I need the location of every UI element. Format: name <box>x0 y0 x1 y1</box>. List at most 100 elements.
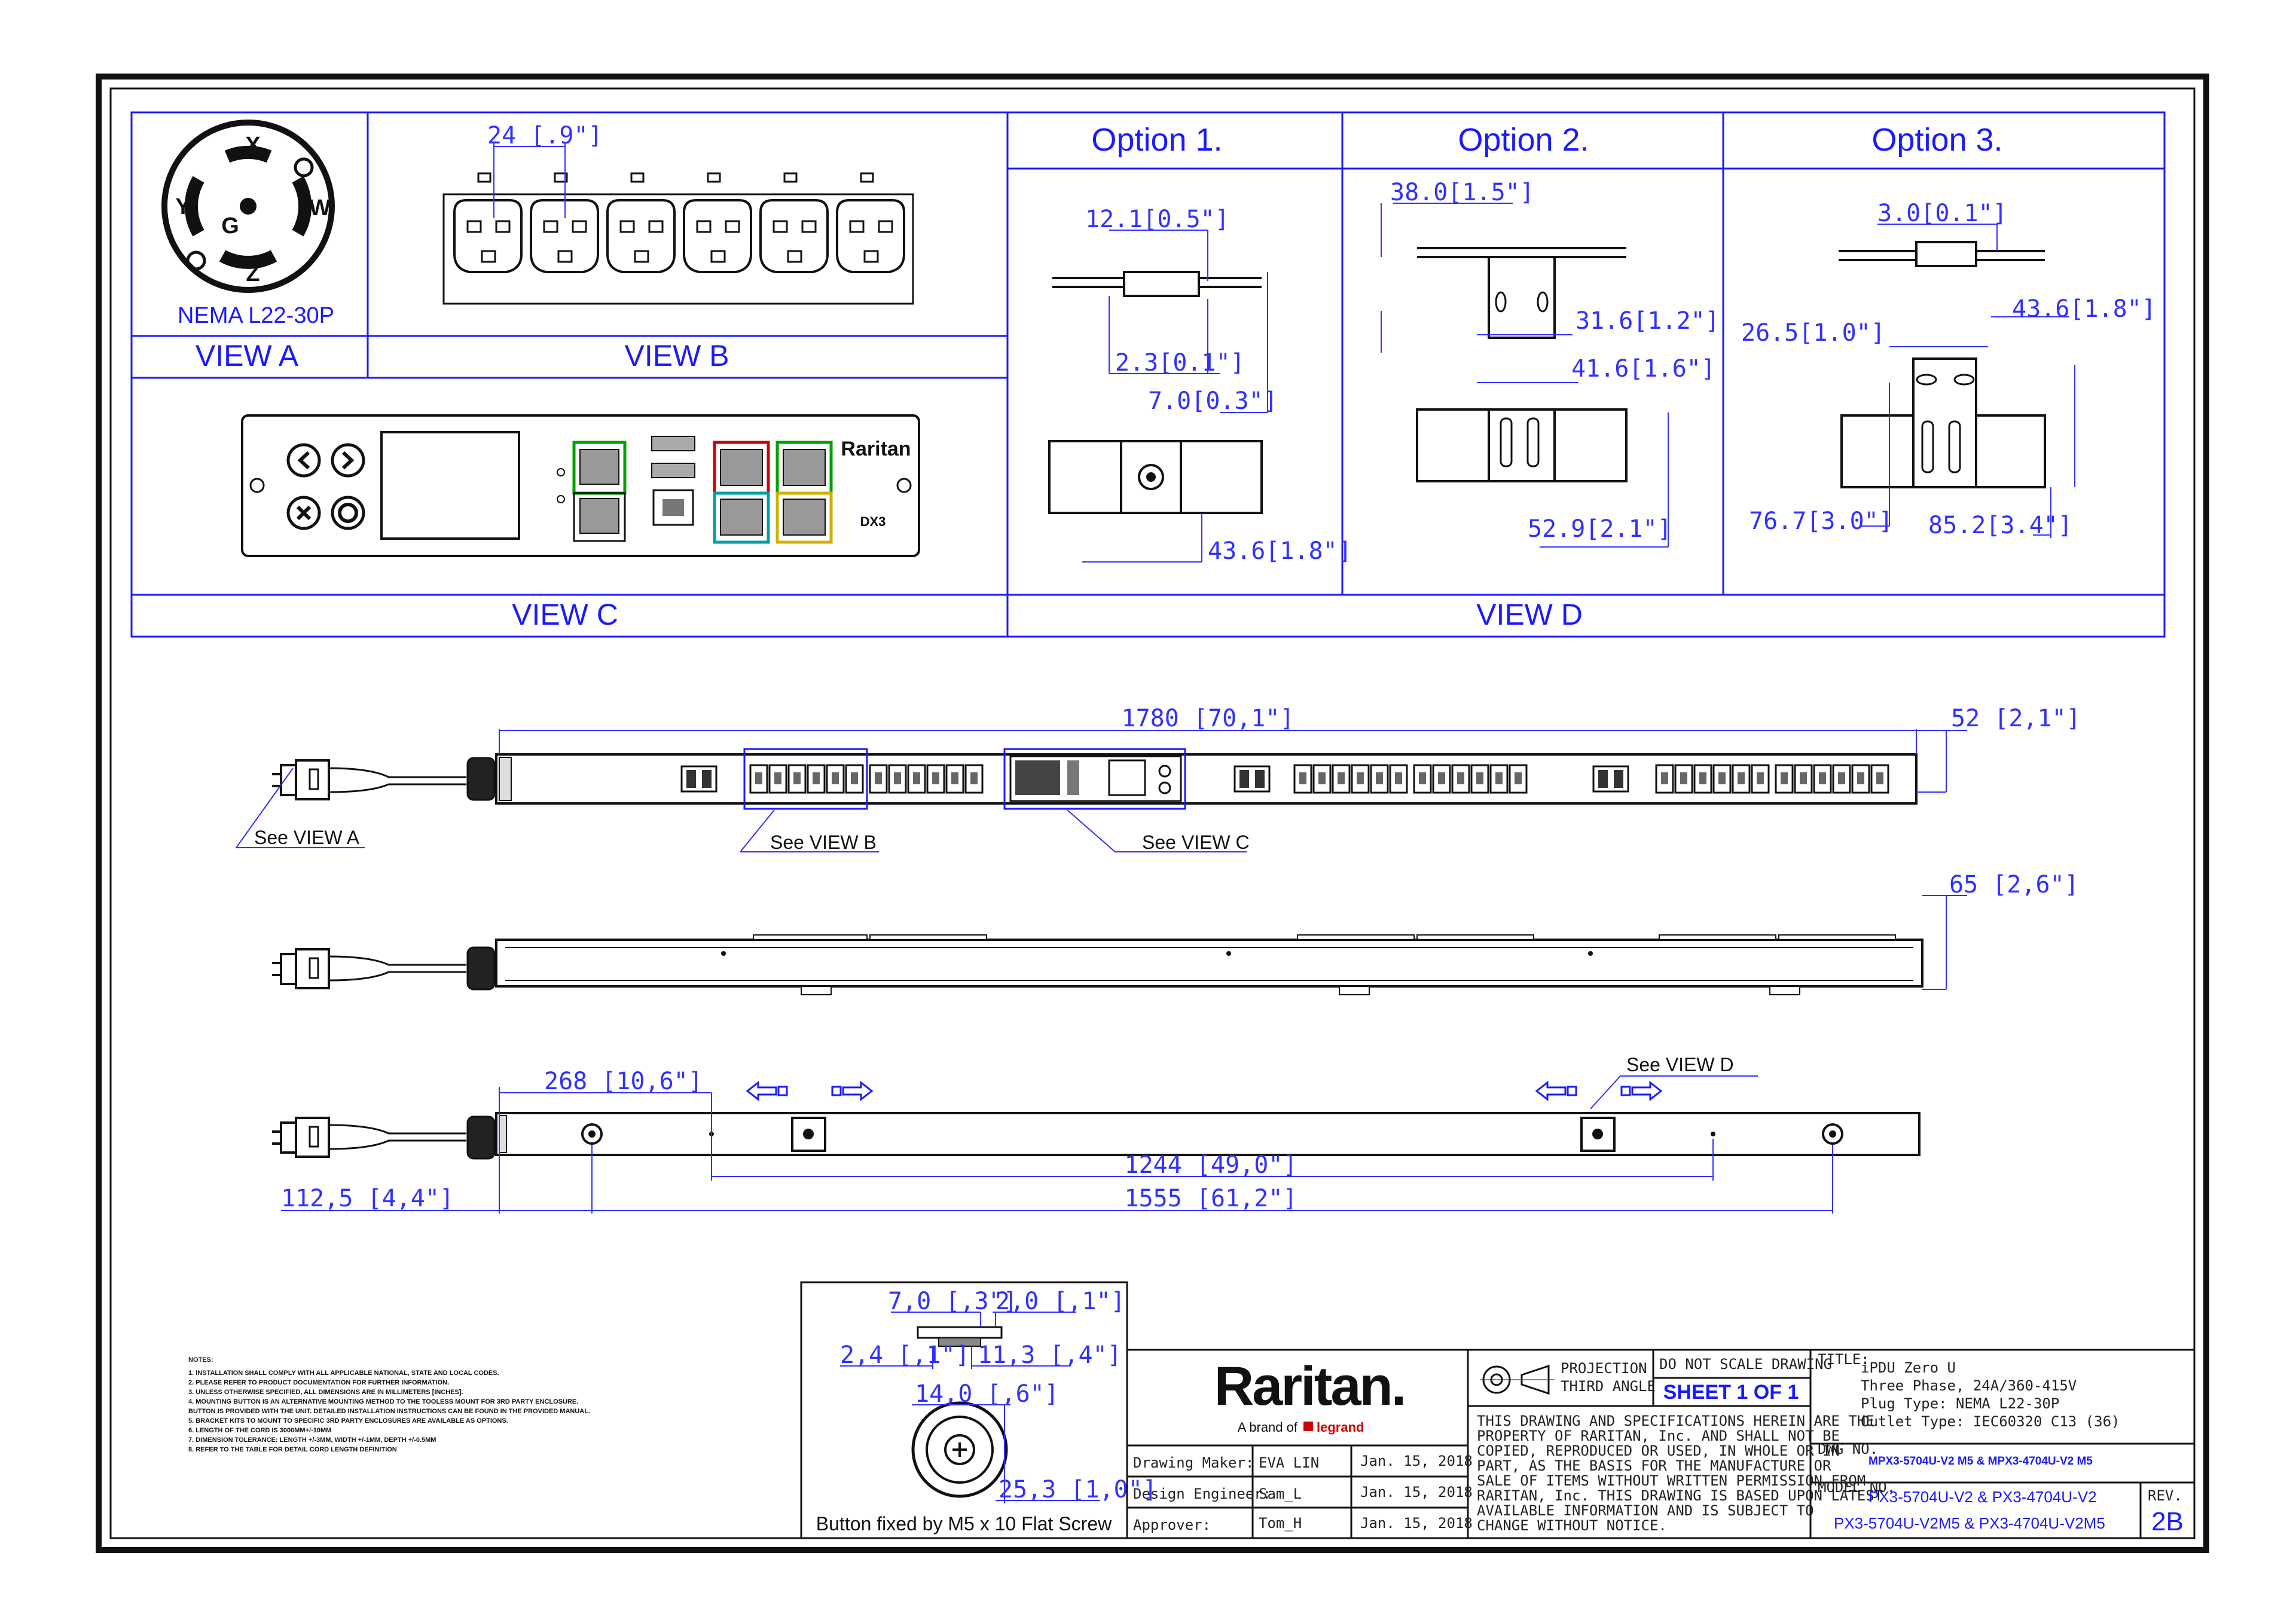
disclaimer-line: CHANGE WITHOUT NOTICE. <box>1477 1517 1667 1534</box>
front-outlet-socket <box>1357 772 1364 784</box>
front-outlet-socket <box>1757 772 1764 784</box>
pdu-rear-view: See VIEW D 268 [10,6"] 1244 [49,0"] 112,… <box>272 1054 1921 1214</box>
side-outlet-bump <box>1778 934 1896 940</box>
front-outlet-socket <box>1800 772 1807 784</box>
right-arrow-button-icon <box>331 443 365 478</box>
button-dim-2: 2,0 [,1"] <box>996 1288 1125 1315</box>
button-detail-caption: Button fixed by M5 x 10 Flat Screw <box>816 1513 1112 1535</box>
option-1-dim-4: 43.6[1.8"] <box>1208 537 1352 565</box>
outlet-pin <box>696 220 712 233</box>
rev-value: 2B <box>2151 1507 2184 1536</box>
disclaimer-line: AVAILABLE INFORMATION AND IS SUBJECT TO <box>1477 1502 1814 1519</box>
outlet-pin <box>849 220 865 233</box>
option-2-dim-3: 41.6[1.6"] <box>1571 355 1715 383</box>
side-outlet-bump <box>1416 934 1534 940</box>
top-views-grid <box>130 111 2166 638</box>
sheet-inner-border <box>109 87 2196 1539</box>
note-line: 8. REFER TO THE TABLE FOR DETAIL CORD LE… <box>188 1446 397 1453</box>
side-outlet-bump <box>1297 934 1415 940</box>
option-2-dim-2: 31.6[1.2"] <box>1576 307 1720 335</box>
front-outlet-socket <box>951 772 958 784</box>
front-outlet <box>1732 764 1751 794</box>
breaker-switch <box>686 770 696 788</box>
pin-y-label: Y <box>175 194 190 219</box>
side-foot <box>1339 986 1370 995</box>
name-drawing-maker: EVA LIN <box>1259 1454 1319 1471</box>
front-outlet-socket <box>1419 772 1426 784</box>
front-outlet-socket <box>1395 772 1402 784</box>
c13-outlet <box>759 199 829 273</box>
front-outlet-socket <box>1781 772 1788 784</box>
pin-w-label: W <box>309 195 331 221</box>
front-outlet-socket <box>1718 772 1726 784</box>
front-outlet-socket <box>793 772 801 784</box>
notes-heading: NOTES: <box>188 1356 213 1364</box>
front-outlet <box>749 764 768 794</box>
name-approver: Tom_H <box>1259 1515 1302 1532</box>
outlet-pin <box>725 220 740 233</box>
breaker-switch <box>1614 770 1623 788</box>
note-line: 7. DIMENSION TOLERANCE: LENGTH +/-3MM, W… <box>188 1436 436 1444</box>
ok-button-icon <box>331 496 365 530</box>
title-label: TITLE: <box>1818 1351 1870 1368</box>
front-outlet-socket <box>1438 772 1445 784</box>
outlet-latch <box>860 172 874 183</box>
width-dim: 52 [2,1"] <box>1951 705 2081 732</box>
front-outlet-socket <box>1495 772 1503 784</box>
front-outlet-socket <box>813 772 820 784</box>
c13-outlet <box>530 199 599 273</box>
side-foot <box>801 986 832 995</box>
role-drawing-maker: Drawing Maker: <box>1133 1454 1254 1471</box>
note-line: 4. MOUNTING BUTTON IS AN ALTERNATIVE MOU… <box>188 1398 578 1405</box>
outlet-pin <box>543 220 558 233</box>
outlet-pitch-dim: 24 [.9"] <box>487 122 603 149</box>
front-outlet-socket <box>1457 772 1464 784</box>
plug-face-view: X Y G W Z NEMA L22-30P <box>161 120 335 328</box>
front-outlet <box>1293 764 1312 794</box>
outlet-pin <box>773 220 788 233</box>
side-outlet-bump <box>1659 934 1776 940</box>
front-outlet-socket <box>1299 772 1306 784</box>
view-b-label: VIEW B <box>624 339 729 372</box>
title-line: Plug Type: NEMA L22-30P <box>1861 1395 2059 1412</box>
front-outlet <box>945 764 964 794</box>
side-rivet <box>1588 951 1593 956</box>
option-3-dim-1: 3.0[0.1"] <box>1877 200 2007 227</box>
front-outlet-socket <box>1476 772 1483 784</box>
front-outlet-socket <box>1857 772 1864 784</box>
front-outlet-socket <box>1876 772 1883 784</box>
option-1-dim-2: 2.3[0.1"] <box>1115 349 1245 377</box>
date-approver: Jan. 15, 2018 <box>1360 1515 1473 1532</box>
lcd-display <box>380 431 520 540</box>
option-1-title: Option 1. <box>1091 122 1222 158</box>
breaker-switch <box>702 770 712 788</box>
front-outlet-socket <box>1338 772 1345 784</box>
button-dim-4: 11,3 [,4"] <box>978 1341 1122 1369</box>
controller-brand-logo: Raritan <box>841 438 911 460</box>
plug-type-label: NEMA L22-30P <box>178 303 334 328</box>
view-c-label: VIEW C <box>512 598 618 631</box>
note-line: 3. UNLESS OTHERWISE SPECIFIED, ALL DIMEN… <box>188 1389 463 1396</box>
option-2-title: Option 2. <box>1458 122 1589 158</box>
outlet-pin <box>863 250 879 263</box>
outlet-pin <box>466 220 482 233</box>
front-outlet-socket <box>774 772 781 784</box>
pin-x-label: X <box>245 133 261 158</box>
c13-outlet <box>606 199 676 273</box>
front-outlet <box>926 764 945 794</box>
side-rivet <box>721 951 726 956</box>
pdu-front-view: 1780 [70,1"] 52 [2,1"] See VIEW A See VI… <box>236 705 2081 853</box>
option-2-dim-4: 52.9[2.1"] <box>1528 515 1672 543</box>
left-arrow-button-icon <box>286 443 321 478</box>
outlet-latch <box>707 172 721 183</box>
mounting-button-detail: 7,0 [,3"] 2,0 [,1"] 2,4 [,1"] 11,3 [,4"]… <box>800 1281 1157 1539</box>
dim-1555: 1555 [61,2"] <box>1125 1185 1297 1212</box>
view-d-label: VIEW D <box>1476 598 1583 631</box>
raritan-logo: Raritan. <box>1214 1356 1405 1417</box>
title-line: iPDU Zero U <box>1861 1359 1956 1376</box>
third-angle-label: THIRD ANGLE <box>1561 1378 1656 1395</box>
front-outlet-socket <box>832 772 839 784</box>
disclaimer-line: PROPERTY OF RARITAN, Inc. AND SHALL NOT … <box>1477 1428 1840 1444</box>
front-outlet <box>1712 764 1732 794</box>
